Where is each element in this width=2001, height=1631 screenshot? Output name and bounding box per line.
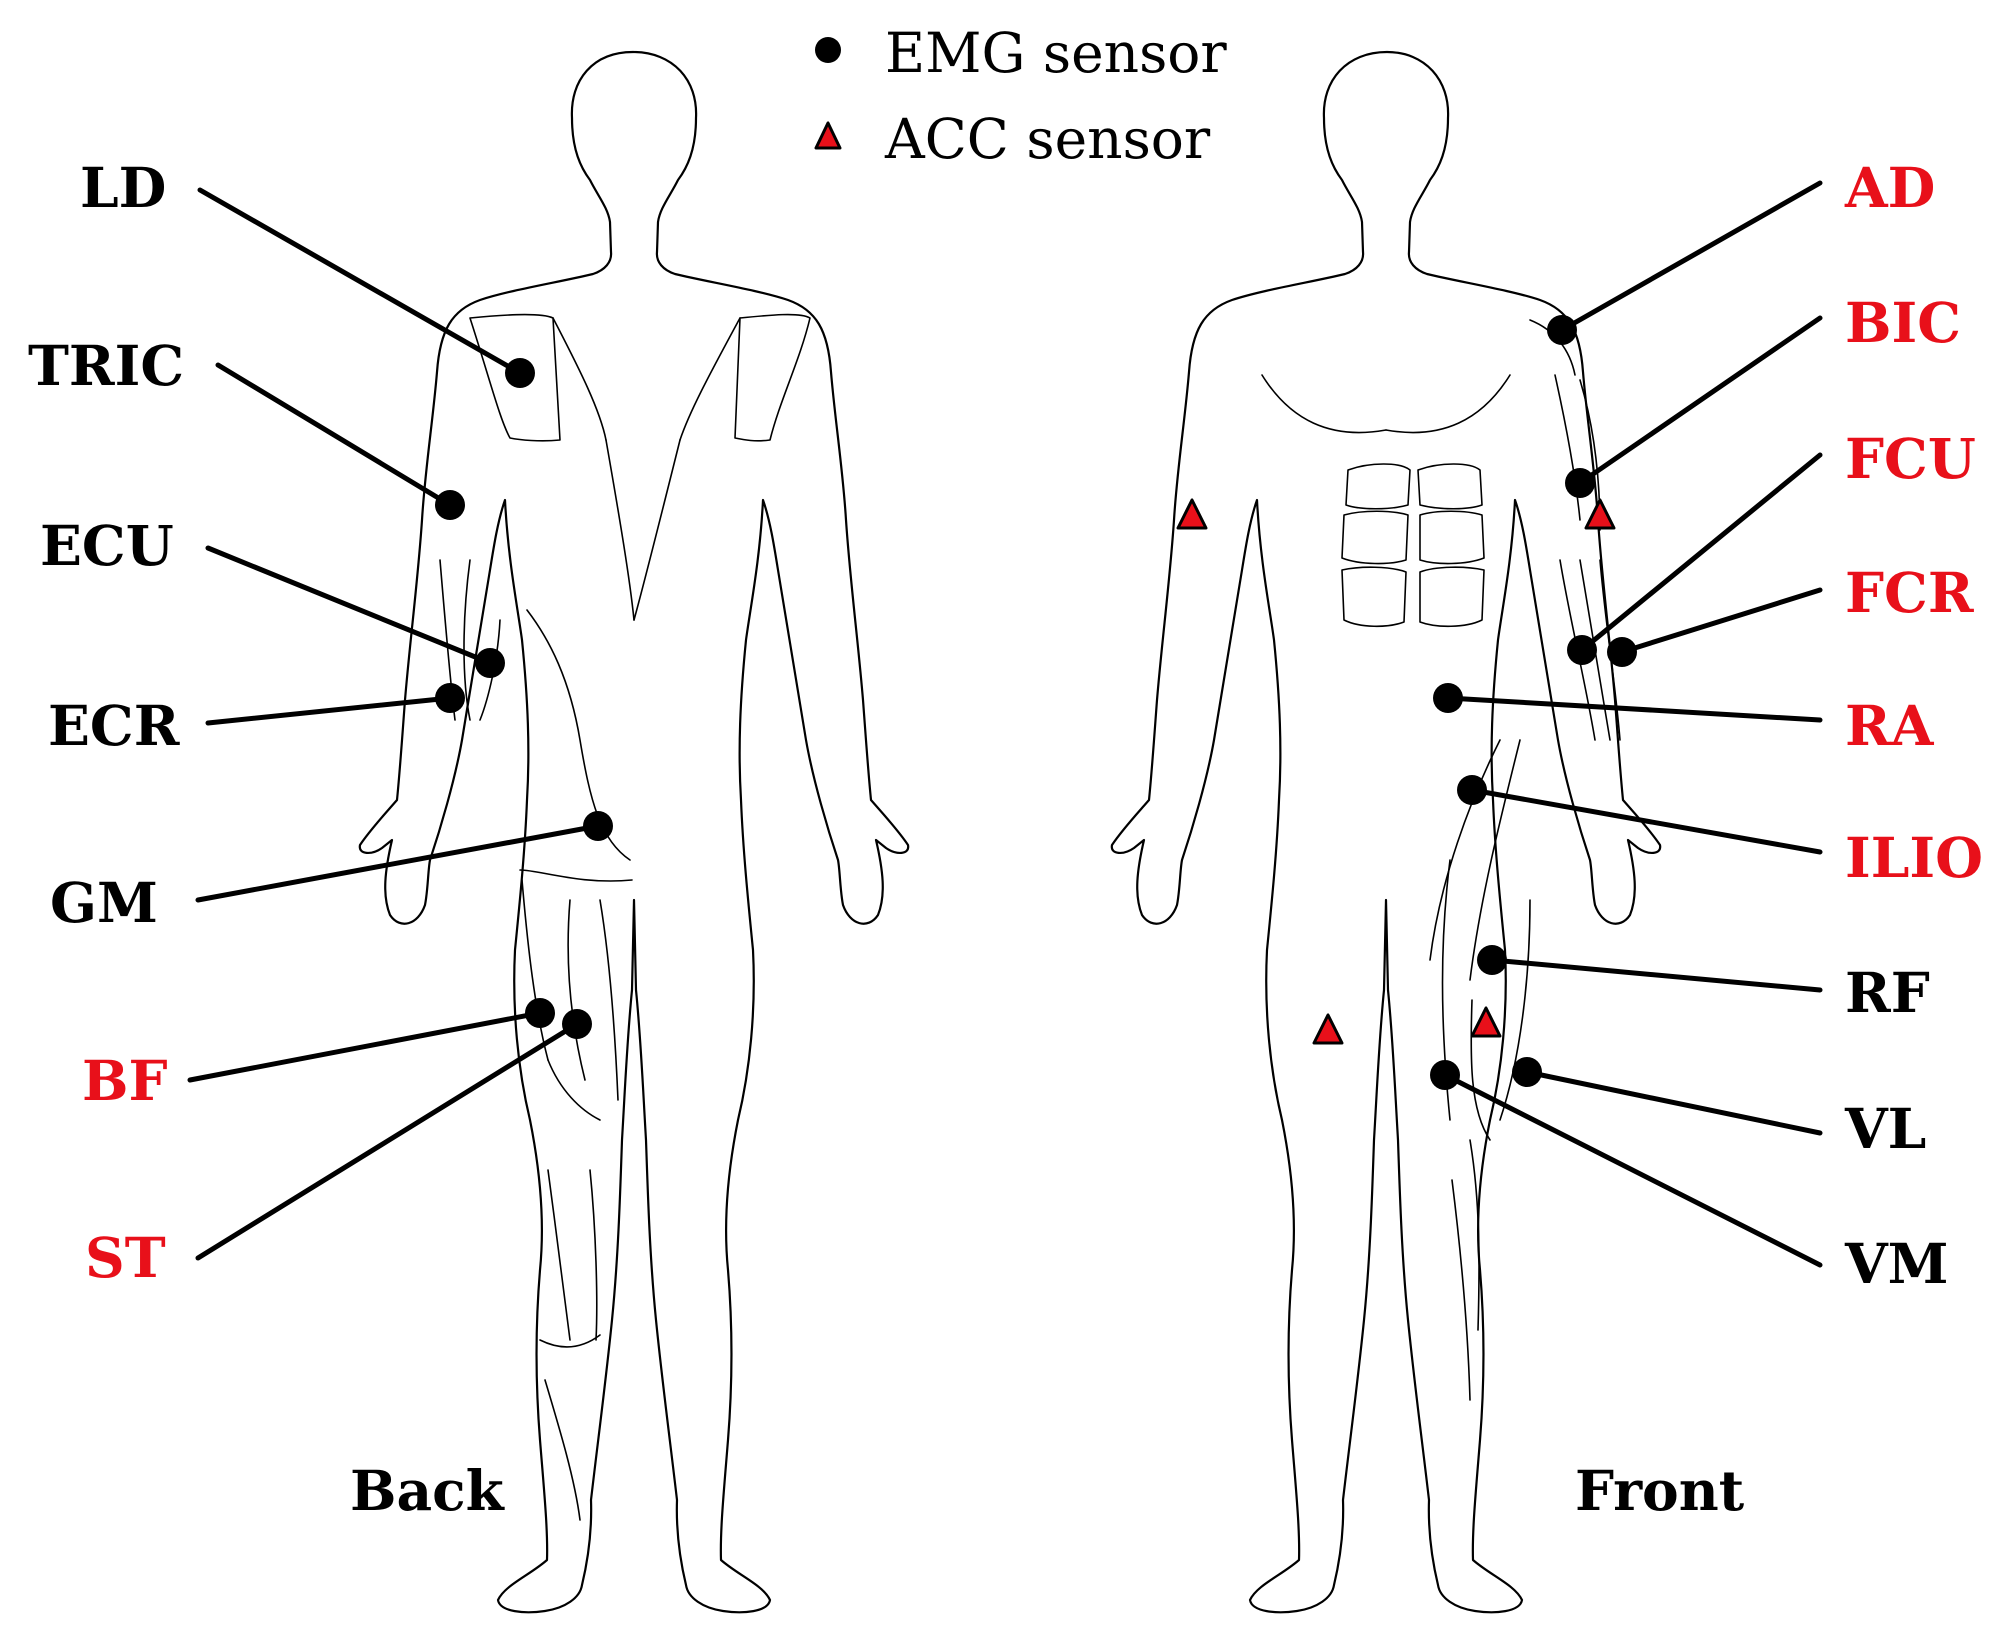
legend-acc-symbol	[814, 121, 842, 150]
leader-FCU	[1579, 452, 1823, 653]
back-muscle-labels: LD TRIC ECU ECR GM BF ST	[28, 155, 184, 1290]
label-ILIO: ILIO	[1845, 825, 1983, 890]
back-muscle-lines	[439, 313, 811, 1521]
emg-sensor-dots	[435, 315, 1637, 1090]
leader-TRIC	[215, 362, 453, 508]
front-body-figure	[1110, 50, 1662, 1614]
leader-FCR	[1619, 587, 1823, 655]
emg-dot-ECU	[475, 648, 505, 678]
emg-dot-BF	[525, 998, 555, 1028]
label-GM: GM	[50, 870, 158, 935]
leader-RA	[1445, 695, 1823, 723]
emg-dot-ILIO	[1457, 775, 1487, 805]
label-FCU: FCU	[1845, 426, 1976, 491]
emg-dot-FCR	[1607, 637, 1637, 667]
leader-AD	[1559, 180, 1823, 333]
emg-dot-RA	[1433, 683, 1463, 713]
label-ECU: ECU	[40, 513, 174, 578]
front-body-outline	[1110, 50, 1662, 1614]
back-body-figure	[358, 50, 910, 1614]
emg-dot-ECR	[435, 683, 465, 713]
acc-marker-upper-arm-right	[1584, 498, 1616, 530]
back-body-outline	[358, 50, 910, 1614]
leader-ILIO	[1469, 787, 1823, 855]
label-TRIC: TRIC	[28, 333, 184, 398]
front-view-label: Front	[1575, 1458, 1745, 1523]
label-VL: VL	[1844, 1096, 1926, 1161]
label-ST: ST	[85, 1225, 166, 1290]
emg-dot-ST	[562, 1009, 592, 1039]
emg-dot-LD	[505, 358, 535, 388]
emg-dot-TRIC	[435, 490, 465, 520]
label-LD: LD	[80, 155, 166, 220]
leader-ECR	[205, 695, 453, 726]
emg-dot-VM	[1430, 1060, 1460, 1090]
label-FCR: FCR	[1845, 560, 1975, 625]
leader-ST	[195, 1021, 580, 1261]
back-view-label: Back	[350, 1458, 506, 1523]
label-BIC: BIC	[1845, 290, 1961, 355]
label-BF: BF	[82, 1048, 168, 1113]
leader-BIC	[1577, 315, 1823, 486]
label-ECR: ECR	[48, 693, 181, 758]
leader-ECU	[205, 545, 493, 666]
label-AD: AD	[1844, 155, 1935, 220]
emg-dot-BIC	[1565, 468, 1595, 498]
emg-dot-AD	[1547, 315, 1577, 345]
label-RF: RF	[1845, 960, 1930, 1025]
leader-BF	[187, 1010, 543, 1083]
legend: EMG sensor ACC sensor	[814, 21, 1227, 171]
leader-VL	[1524, 1069, 1823, 1136]
acc-marker-upper-arm-left	[1176, 498, 1208, 530]
legend-acc-text: ACC sensor	[884, 107, 1211, 171]
emg-dot-RF	[1477, 945, 1507, 975]
leader-RF	[1489, 957, 1823, 993]
acc-marker-thigh-right	[1470, 1006, 1502, 1038]
legend-emg-symbol	[815, 37, 841, 63]
front-leader-lines	[1442, 180, 1823, 1268]
front-muscle-labels: AD BIC FCU FCR RA ILIO RF VL VM	[1844, 155, 1983, 1296]
label-RA: RA	[1845, 693, 1935, 758]
emg-dot-FCU	[1567, 635, 1597, 665]
back-leader-lines	[187, 187, 601, 1261]
legend-emg-text: EMG sensor	[885, 21, 1227, 85]
acc-sensor-markers	[1176, 498, 1616, 1045]
emg-dot-VL	[1512, 1057, 1542, 1087]
leader-GM	[195, 823, 601, 903]
label-VM: VM	[1844, 1231, 1949, 1296]
acc-marker-thigh-left	[1312, 1013, 1344, 1045]
leader-VM	[1442, 1072, 1823, 1268]
emg-dot-GM	[583, 811, 613, 841]
leader-LD	[197, 187, 523, 376]
